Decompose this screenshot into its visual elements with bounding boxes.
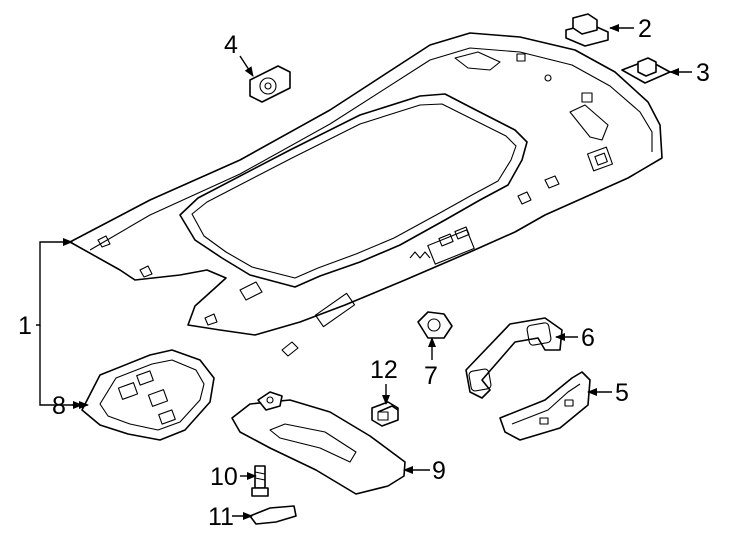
callout-8: 8: [52, 392, 66, 420]
leader-lines: [36, 24, 692, 520]
visor-clip: [371, 401, 399, 427]
grab-handle-bracket: [499, 371, 591, 441]
callout-12: 12: [370, 356, 398, 384]
sun-visor: [231, 391, 406, 495]
callout-7: 7: [424, 362, 438, 390]
callout-2: 2: [638, 15, 652, 43]
dome-lamp-cover: [249, 65, 291, 103]
overhead-console: [81, 349, 215, 441]
hook-clip: [417, 311, 453, 339]
callout-9: 9: [432, 457, 446, 485]
clip-bracket: [621, 57, 671, 84]
callout-6: 6: [581, 324, 595, 352]
screw: [251, 465, 269, 497]
coat-hook-upper: [565, 13, 609, 47]
grab-handle: [465, 317, 563, 399]
callout-3: 3: [696, 59, 710, 87]
callout-11: 11: [208, 503, 234, 531]
callout-1: 1: [18, 312, 32, 340]
headliner: [69, 32, 663, 357]
callout-5: 5: [615, 379, 629, 407]
visor-clip-cover: [249, 505, 297, 525]
callout-4: 4: [224, 31, 238, 59]
callout-labels: 1 2 3 4 5 6 7 8 9 10 11 12: [18, 15, 710, 531]
callout-10: 10: [210, 463, 238, 491]
